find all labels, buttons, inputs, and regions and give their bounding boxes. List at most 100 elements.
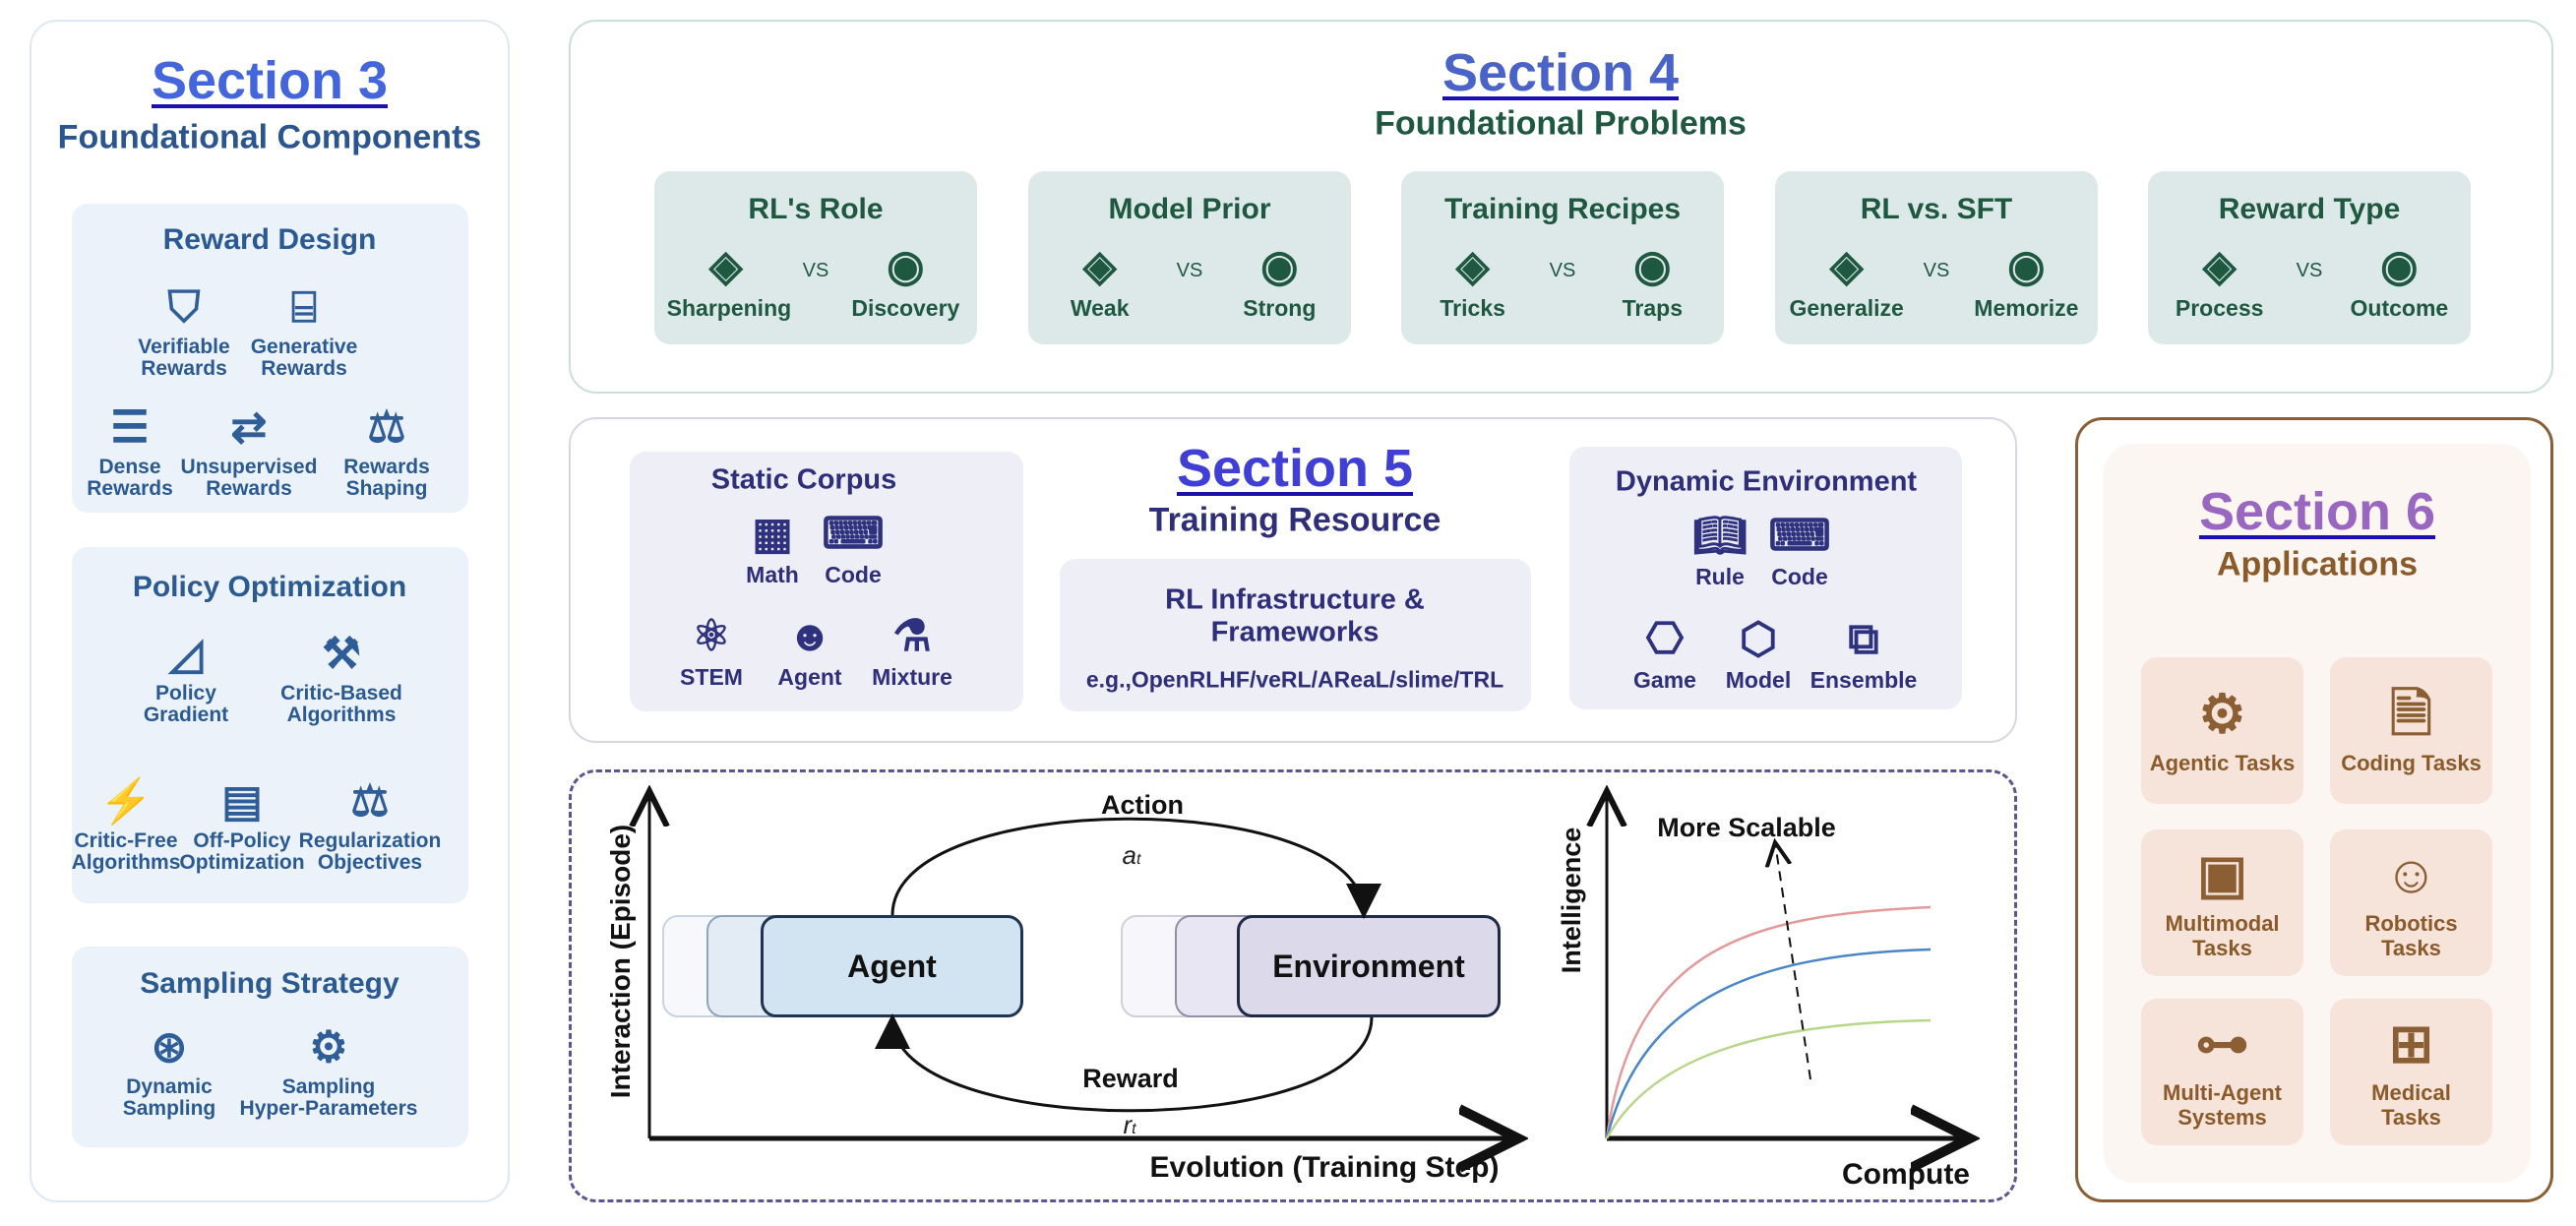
medical-cross-icon: ⊞ xyxy=(2388,1014,2434,1074)
gavel-icon: ⚒ xyxy=(322,630,361,678)
document-hand-icon: ◉ xyxy=(1260,242,1299,290)
vs-label: VS xyxy=(802,260,829,281)
stem-network-icon: ⚛ xyxy=(692,612,731,660)
environment-label: Environment xyxy=(1272,948,1465,984)
left-label: Sharpening xyxy=(666,295,792,321)
vs-label: VS xyxy=(1923,260,1950,281)
dynamic-environment-title: Dynamic Environment xyxy=(1615,465,1918,498)
problem-card-title: RL vs. SFT xyxy=(1860,193,2013,225)
usb-drive-icon: ◉ xyxy=(2007,242,2046,290)
section6-title[interactable]: Section 6 xyxy=(2198,482,2436,541)
item-label: Sampling xyxy=(281,1075,376,1098)
left-label: Weak xyxy=(1070,295,1130,321)
tools-icon: ⚙ xyxy=(309,1023,348,1072)
right-label: Discovery xyxy=(851,295,960,321)
infra-title-line1: RL Infrastructure & xyxy=(1165,583,1425,616)
card-label-2: Tasks xyxy=(2381,935,2441,960)
item-label: Rewards xyxy=(343,456,430,478)
card-label: Robotics xyxy=(2364,911,2458,937)
agent-box: Agent xyxy=(761,915,1023,1017)
environment-box: Environment xyxy=(1237,915,1501,1017)
vs-label: VS xyxy=(1176,260,1203,281)
swap-arrows-icon: ⇄ xyxy=(230,403,268,452)
scale-icon: ⚖ xyxy=(367,403,406,452)
stem-item: ⚛STEM xyxy=(680,612,743,689)
section5-title[interactable]: Section 5 xyxy=(1176,439,1414,498)
problem-card-title: Training Recipes xyxy=(1443,193,1682,225)
item-label: Shaping xyxy=(345,477,428,501)
lightbulb-icon: ◈ xyxy=(708,242,743,290)
section4-title[interactable]: Section 4 xyxy=(1441,43,1680,102)
shield-check-icon: ⛉ xyxy=(167,283,201,332)
robot-icon: ⌸ xyxy=(290,283,318,332)
card-label-2: Tasks xyxy=(2381,1104,2441,1130)
item-label: Critic-Based xyxy=(280,682,402,705)
right-label: Strong xyxy=(1243,295,1317,321)
problem-card: RL's Role ◈ Sharpening VS ◉ Discovery xyxy=(654,171,977,344)
magnifier-icon: ◉ xyxy=(887,242,925,290)
problem-card: Reward Type ◈Process VS ◉Outcome xyxy=(2148,171,2471,344)
reward-design-title: Reward Design xyxy=(162,223,377,256)
reward-design-box xyxy=(72,204,468,513)
dynamic-environment-box xyxy=(1569,447,1962,709)
item-label: Verifiable xyxy=(138,336,230,358)
model-item: ⬡Model xyxy=(1726,615,1791,692)
section5-panel xyxy=(569,417,2017,743)
section5-subtitle: Training Resource xyxy=(1148,501,1441,539)
application-card[interactable]: 🗎︎Coding Tasks xyxy=(2330,657,2492,804)
item-label: Game xyxy=(1633,667,1696,693)
agent-headset-icon: ☻ xyxy=(786,612,833,660)
code-item: ⌨Code xyxy=(822,510,885,586)
code-window-icon: ⌨ xyxy=(822,510,885,558)
item-label: Rewards xyxy=(261,357,347,381)
map-icon: ◈ xyxy=(1829,242,1864,290)
agent-label: Agent xyxy=(847,948,937,984)
card-label-2: Tasks xyxy=(2192,935,2252,960)
static-corpus-box xyxy=(630,452,1023,711)
game-item: ⎔Game xyxy=(1633,615,1696,692)
problem-card-title: RL's Role xyxy=(748,193,884,225)
pot-icon: ◉ xyxy=(1633,242,1672,290)
policy-optimization-title: Policy Optimization xyxy=(132,571,407,603)
item-label: Rewards xyxy=(206,477,292,501)
section3-subtitle: Foundational Components xyxy=(57,118,482,156)
application-card[interactable]: ⚙Agentic Tasks xyxy=(2141,657,2303,804)
sampling-strategy-box xyxy=(72,947,468,1147)
code-document-icon: 🗎︎ xyxy=(2389,685,2433,745)
cabinet-icon: ▤ xyxy=(221,777,263,826)
card-label: Medical xyxy=(2371,1080,2451,1106)
card-label-2: Systems xyxy=(2177,1104,2267,1130)
wheel-icon: ⊛ xyxy=(151,1023,188,1072)
item-label: Algorithms xyxy=(286,704,397,727)
mixture-item: ⚗Mixture xyxy=(872,612,952,689)
section3-title[interactable]: Section 3 xyxy=(151,51,389,110)
left-label: Process xyxy=(2175,295,2264,321)
item-label: Unsupervised xyxy=(180,456,318,478)
clock-timeline-icon: ◈ xyxy=(2202,242,2237,290)
item-label: Off-Policy xyxy=(193,829,291,852)
env-code-item: ⌨Code xyxy=(1768,512,1831,588)
item-label: Generative xyxy=(250,336,358,358)
multimodal-icon: ▣ xyxy=(2196,845,2248,905)
item-label: Sampling xyxy=(122,1097,216,1121)
item-label: Rewards xyxy=(87,477,173,501)
calculator-icon: ▦ xyxy=(752,510,793,558)
item-label: Rule xyxy=(1695,564,1745,589)
stacked-squares-icon: ⧉ xyxy=(1848,615,1879,663)
infra-title-line2: Frameworks xyxy=(1210,616,1380,648)
vs-label: VS xyxy=(2296,260,2323,281)
scale-icon: ⚖ xyxy=(350,777,390,826)
item-label: Regularization xyxy=(298,829,442,852)
